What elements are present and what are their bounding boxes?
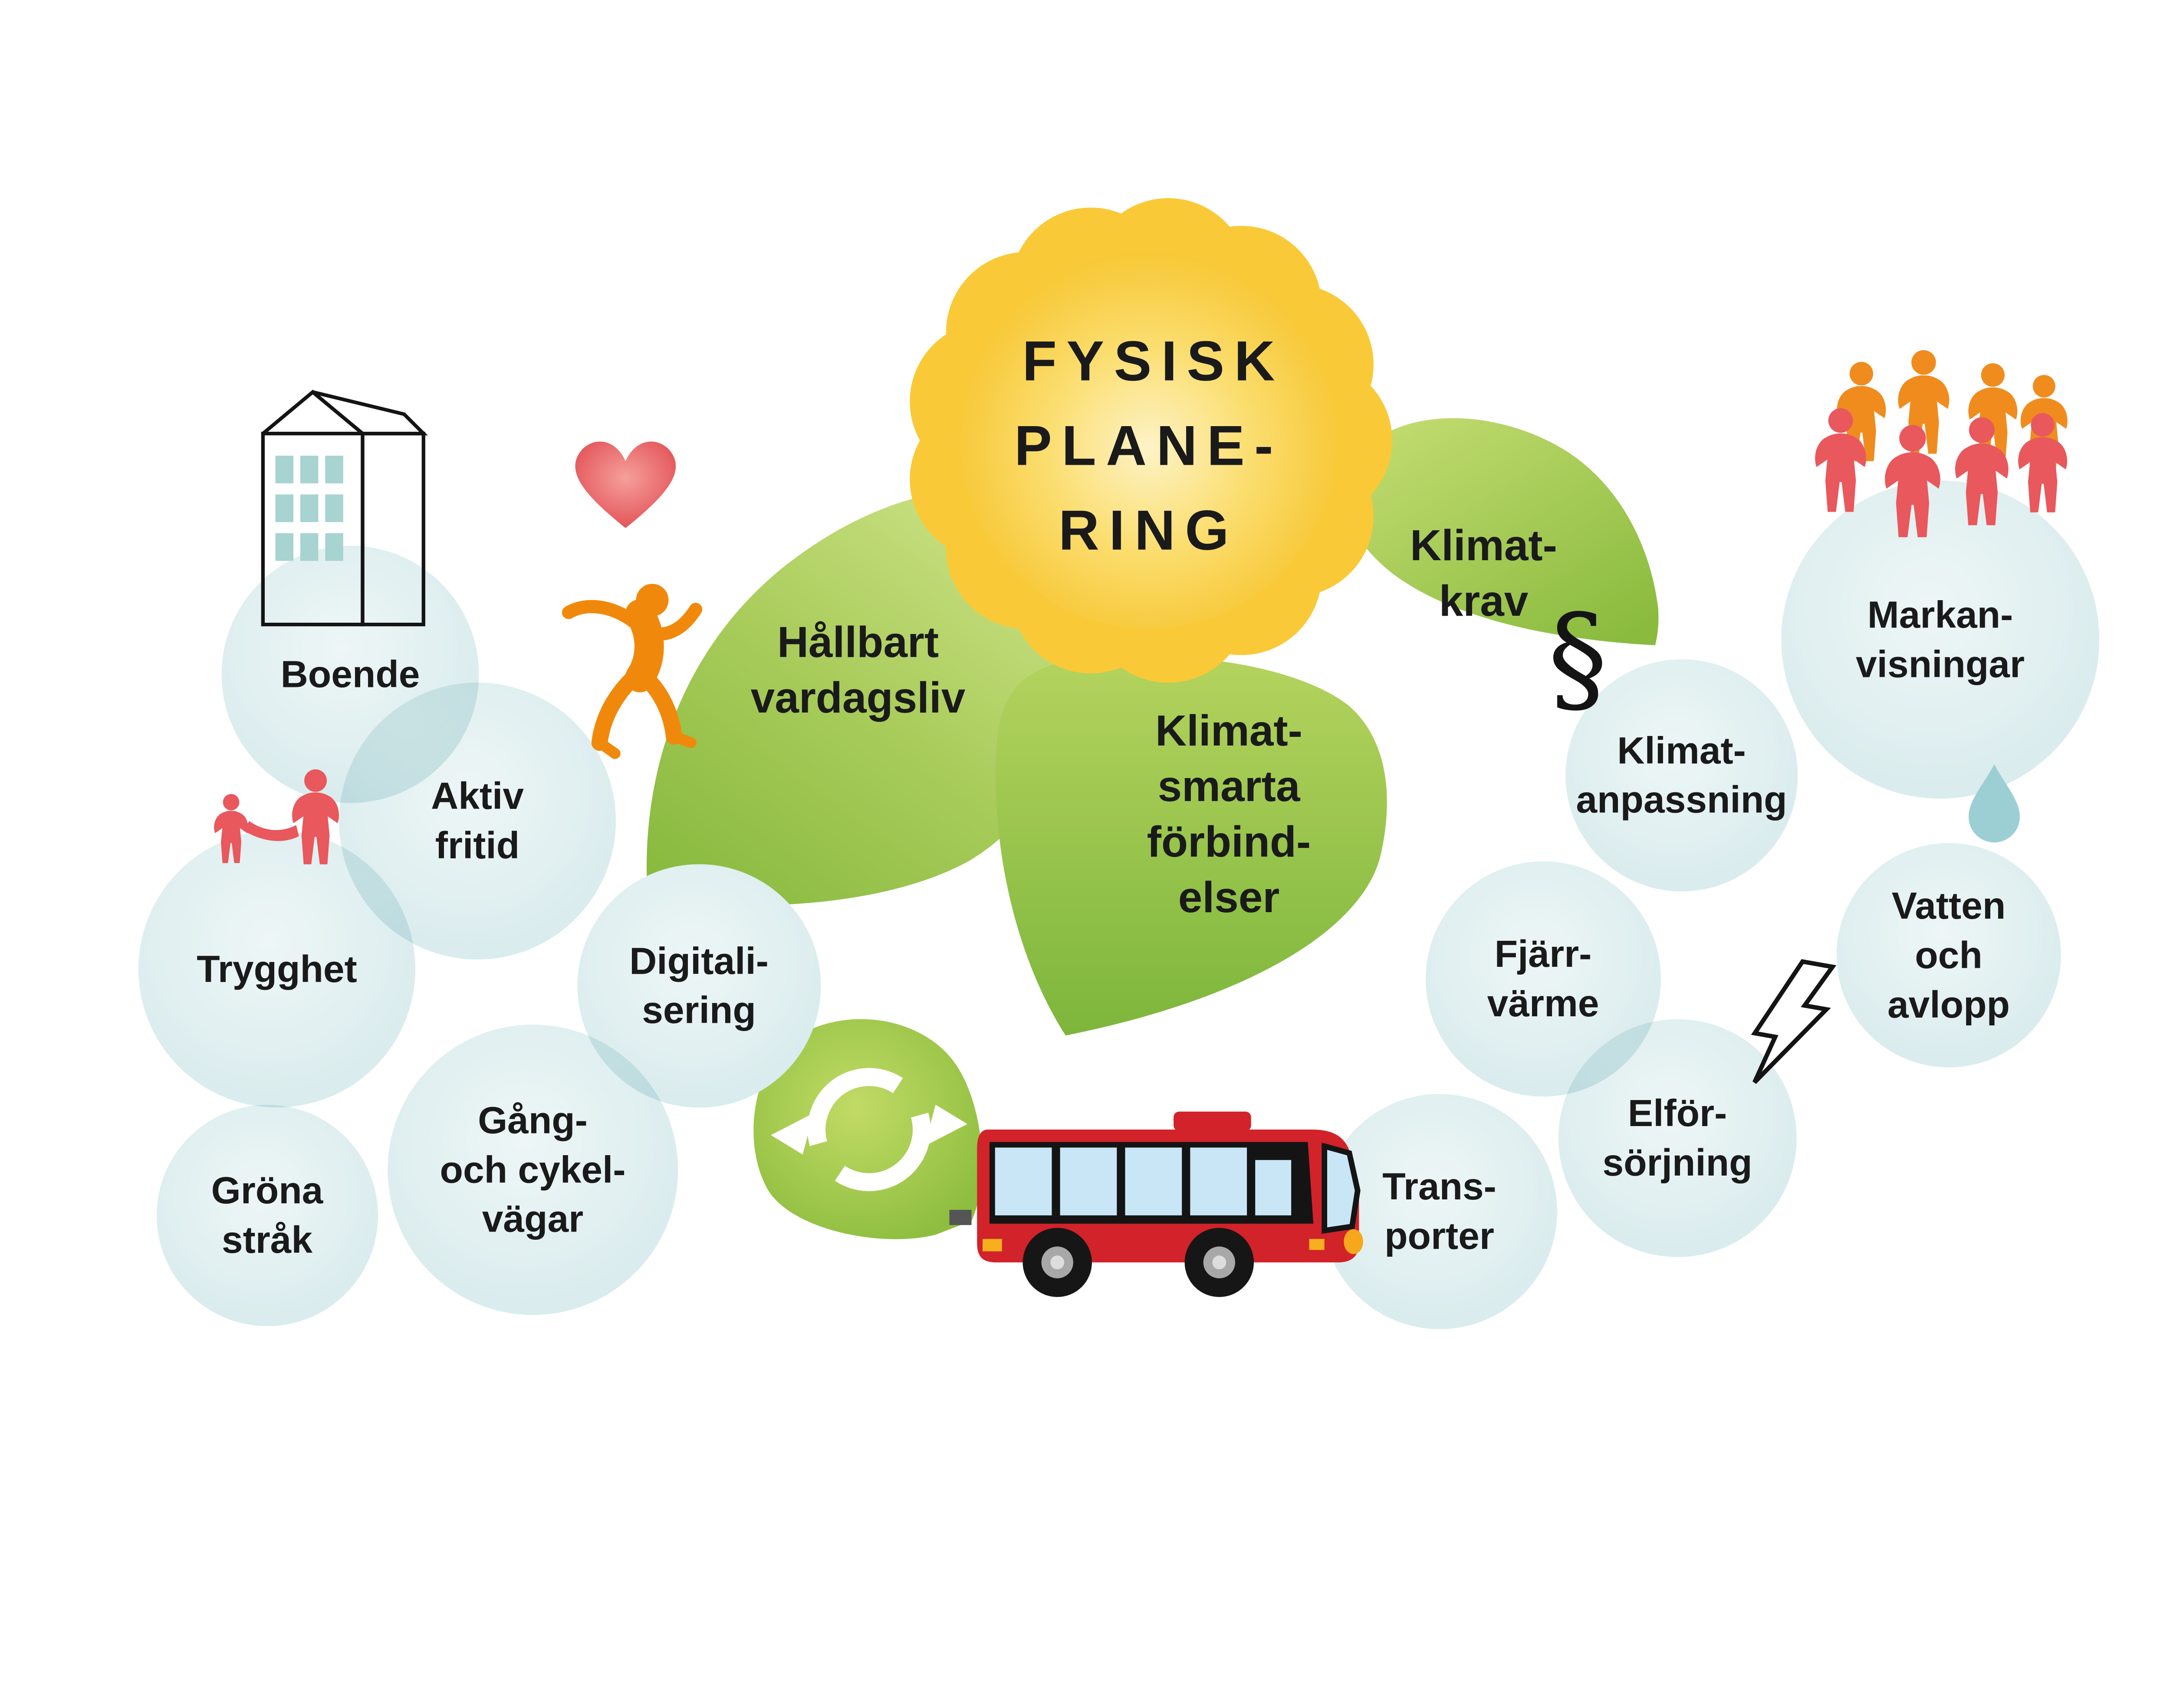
lightning-icon [1751, 959, 1837, 1084]
bubble-vatten-och-avlopp: Vatten och avlopp [1836, 843, 2061, 1068]
bubble-label-elforsorjning: Elför- sörjning [1602, 1091, 1752, 1184]
building-windows [275, 456, 343, 561]
recycle-icon [753, 1019, 982, 1239]
bubble-label-grona-strak: Gröna stråk [211, 1169, 323, 1261]
flower-icon [910, 198, 1392, 683]
bubble-label-transporter: Trans- porter [1382, 1165, 1496, 1257]
bubble-label-digitalisering: Digitali- sering [629, 939, 769, 1031]
bubble-label-boende: Boende [280, 653, 420, 696]
bubble-grona-strak: Gröna stråk [156, 1105, 378, 1327]
bubble-transporter: Trans- porter [1322, 1094, 1557, 1329]
runner-icon [562, 584, 703, 759]
bubble-markanvisningar: Markan- visningar [1781, 480, 2100, 799]
bubble-layer: Boende Aktiv fritid Trygghet Gröna stråk… [138, 480, 2100, 1329]
building-icon [261, 390, 428, 627]
bubble-label-trygghet: Trygghet [197, 947, 357, 990]
bubble-label-aktiv-fritid: Aktiv fritid [431, 775, 524, 867]
bubble-label-markanvisningar: Markan- visningar [1855, 593, 2025, 685]
leaf-label-klimatkrav: Klimat- krav [1410, 521, 1557, 625]
leaf-klimatsmarta [996, 656, 1387, 1036]
bubble-label-gang-och-cykelvagar: Gång- och cykel- vägar [440, 1099, 626, 1240]
bus-windows [995, 1147, 1292, 1215]
bubble-digitalisering: Digitali- sering [577, 864, 821, 1108]
water-drop-icon [1969, 764, 2020, 843]
art-back [646, 198, 1659, 1239]
leaf-label-hallbart-vardagsliv: Hållbart vardagsliv [750, 618, 966, 723]
bus-wheels [1023, 1228, 1254, 1297]
page-title: FYSISK PLANE- RING [1014, 329, 1285, 562]
label-layer: FYSISK PLANE- RING Hållbart vardagsliv K… [750, 329, 1557, 922]
bubble-label-klimatanpassning: Klimat- anpassning [1576, 729, 1787, 821]
bus-icon [949, 1111, 1363, 1297]
bubble-elforsorjning: Elför- sörjning [1558, 1019, 1797, 1257]
bubble-klimatanpassning: Klimat- anpassning [1565, 659, 1798, 892]
bubble-trygghet: Trygghet [138, 831, 415, 1108]
family-icon [214, 769, 339, 864]
flower-disc [960, 252, 1337, 629]
leaf-label-klimatsmarta: Klimat- smarta förbind- elser [1147, 706, 1311, 922]
heart-icon [575, 441, 676, 528]
art-front: § [214, 350, 2068, 1297]
bubble-label-fjarrvarme: Fjärr- värme [1487, 933, 1599, 1025]
infographic-canvas: Boende Aktiv fritid Trygghet Gröna stråk… [138, 198, 2100, 1329]
leaf-klimatkrav [1345, 418, 1659, 645]
bubble-label-vatten-och-avlopp: Vatten och avlopp [1887, 884, 2010, 1026]
paragraph-icon: § [1548, 588, 1608, 727]
